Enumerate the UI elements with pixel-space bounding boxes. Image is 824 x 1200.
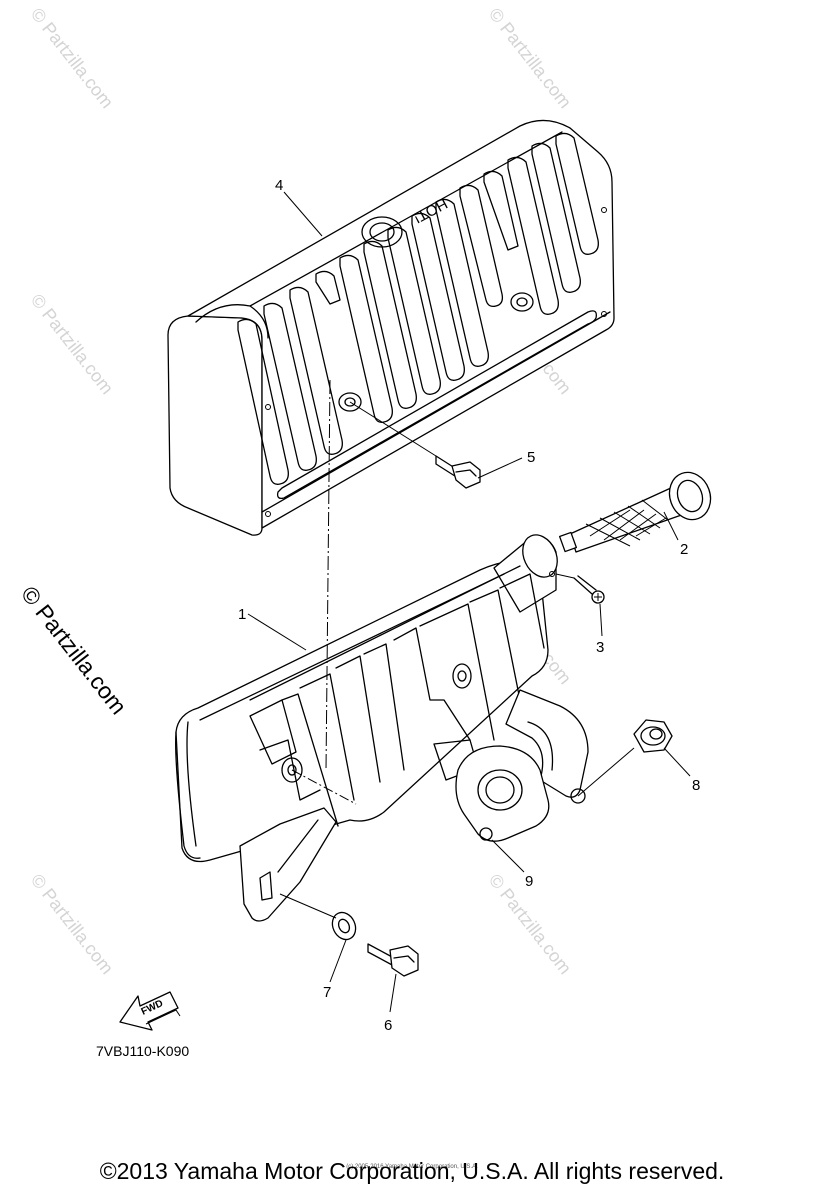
callout-5: 5 [527, 449, 535, 466]
bolt-part-6 [367, 943, 419, 977]
diagram-code: 7VBJ110-K090 [96, 1043, 189, 1059]
bolt-part-5 [435, 455, 481, 489]
watermark-text: © Partzilla.com [27, 290, 117, 398]
callout-7: 7 [323, 984, 331, 1001]
muffler-shield [249, 573, 545, 827]
fwd-direction-arrow: FWD [119, 991, 181, 1031]
watermark-text: © Partzilla.com [485, 4, 575, 112]
copyright-fine-print: (c) 2005-2016 Yamaha Motor Corporation, … [346, 1164, 478, 1170]
washer-part-7 [331, 911, 357, 941]
spark-arrester-part-2 [558, 471, 712, 553]
heat-shield-cover: HOT! [167, 119, 615, 536]
mesh-screen [585, 499, 669, 547]
callout-9: 9 [525, 873, 533, 890]
brand-logo-icon [361, 216, 403, 248]
copyright-notice: ©2013 Yamaha Motor Corporation, U.S.A. A… [99, 1158, 725, 1184]
screw-part-3 [573, 575, 605, 604]
callout-2: 2 [680, 541, 688, 558]
leader-lines [247, 191, 691, 1013]
callout-labels: 1 2 3 4 5 6 7 8 9 [238, 177, 700, 1034]
muffler-part-1 [175, 534, 589, 922]
nut-part-8 [633, 719, 673, 753]
gasket-part-9 [455, 745, 586, 842]
cooling-ribs [237, 132, 599, 485]
alignment-lines [279, 379, 635, 919]
callout-4: 4 [275, 177, 283, 194]
callout-8: 8 [692, 777, 700, 794]
watermark-text: © Partzilla.com [27, 4, 117, 112]
callout-3: 3 [596, 639, 604, 656]
callout-6: 6 [384, 1017, 392, 1034]
callout-1: 1 [238, 606, 246, 623]
watermark-text: © Partzilla.com [27, 870, 117, 978]
watermark-text-large: © Partzilla.com [16, 581, 132, 719]
